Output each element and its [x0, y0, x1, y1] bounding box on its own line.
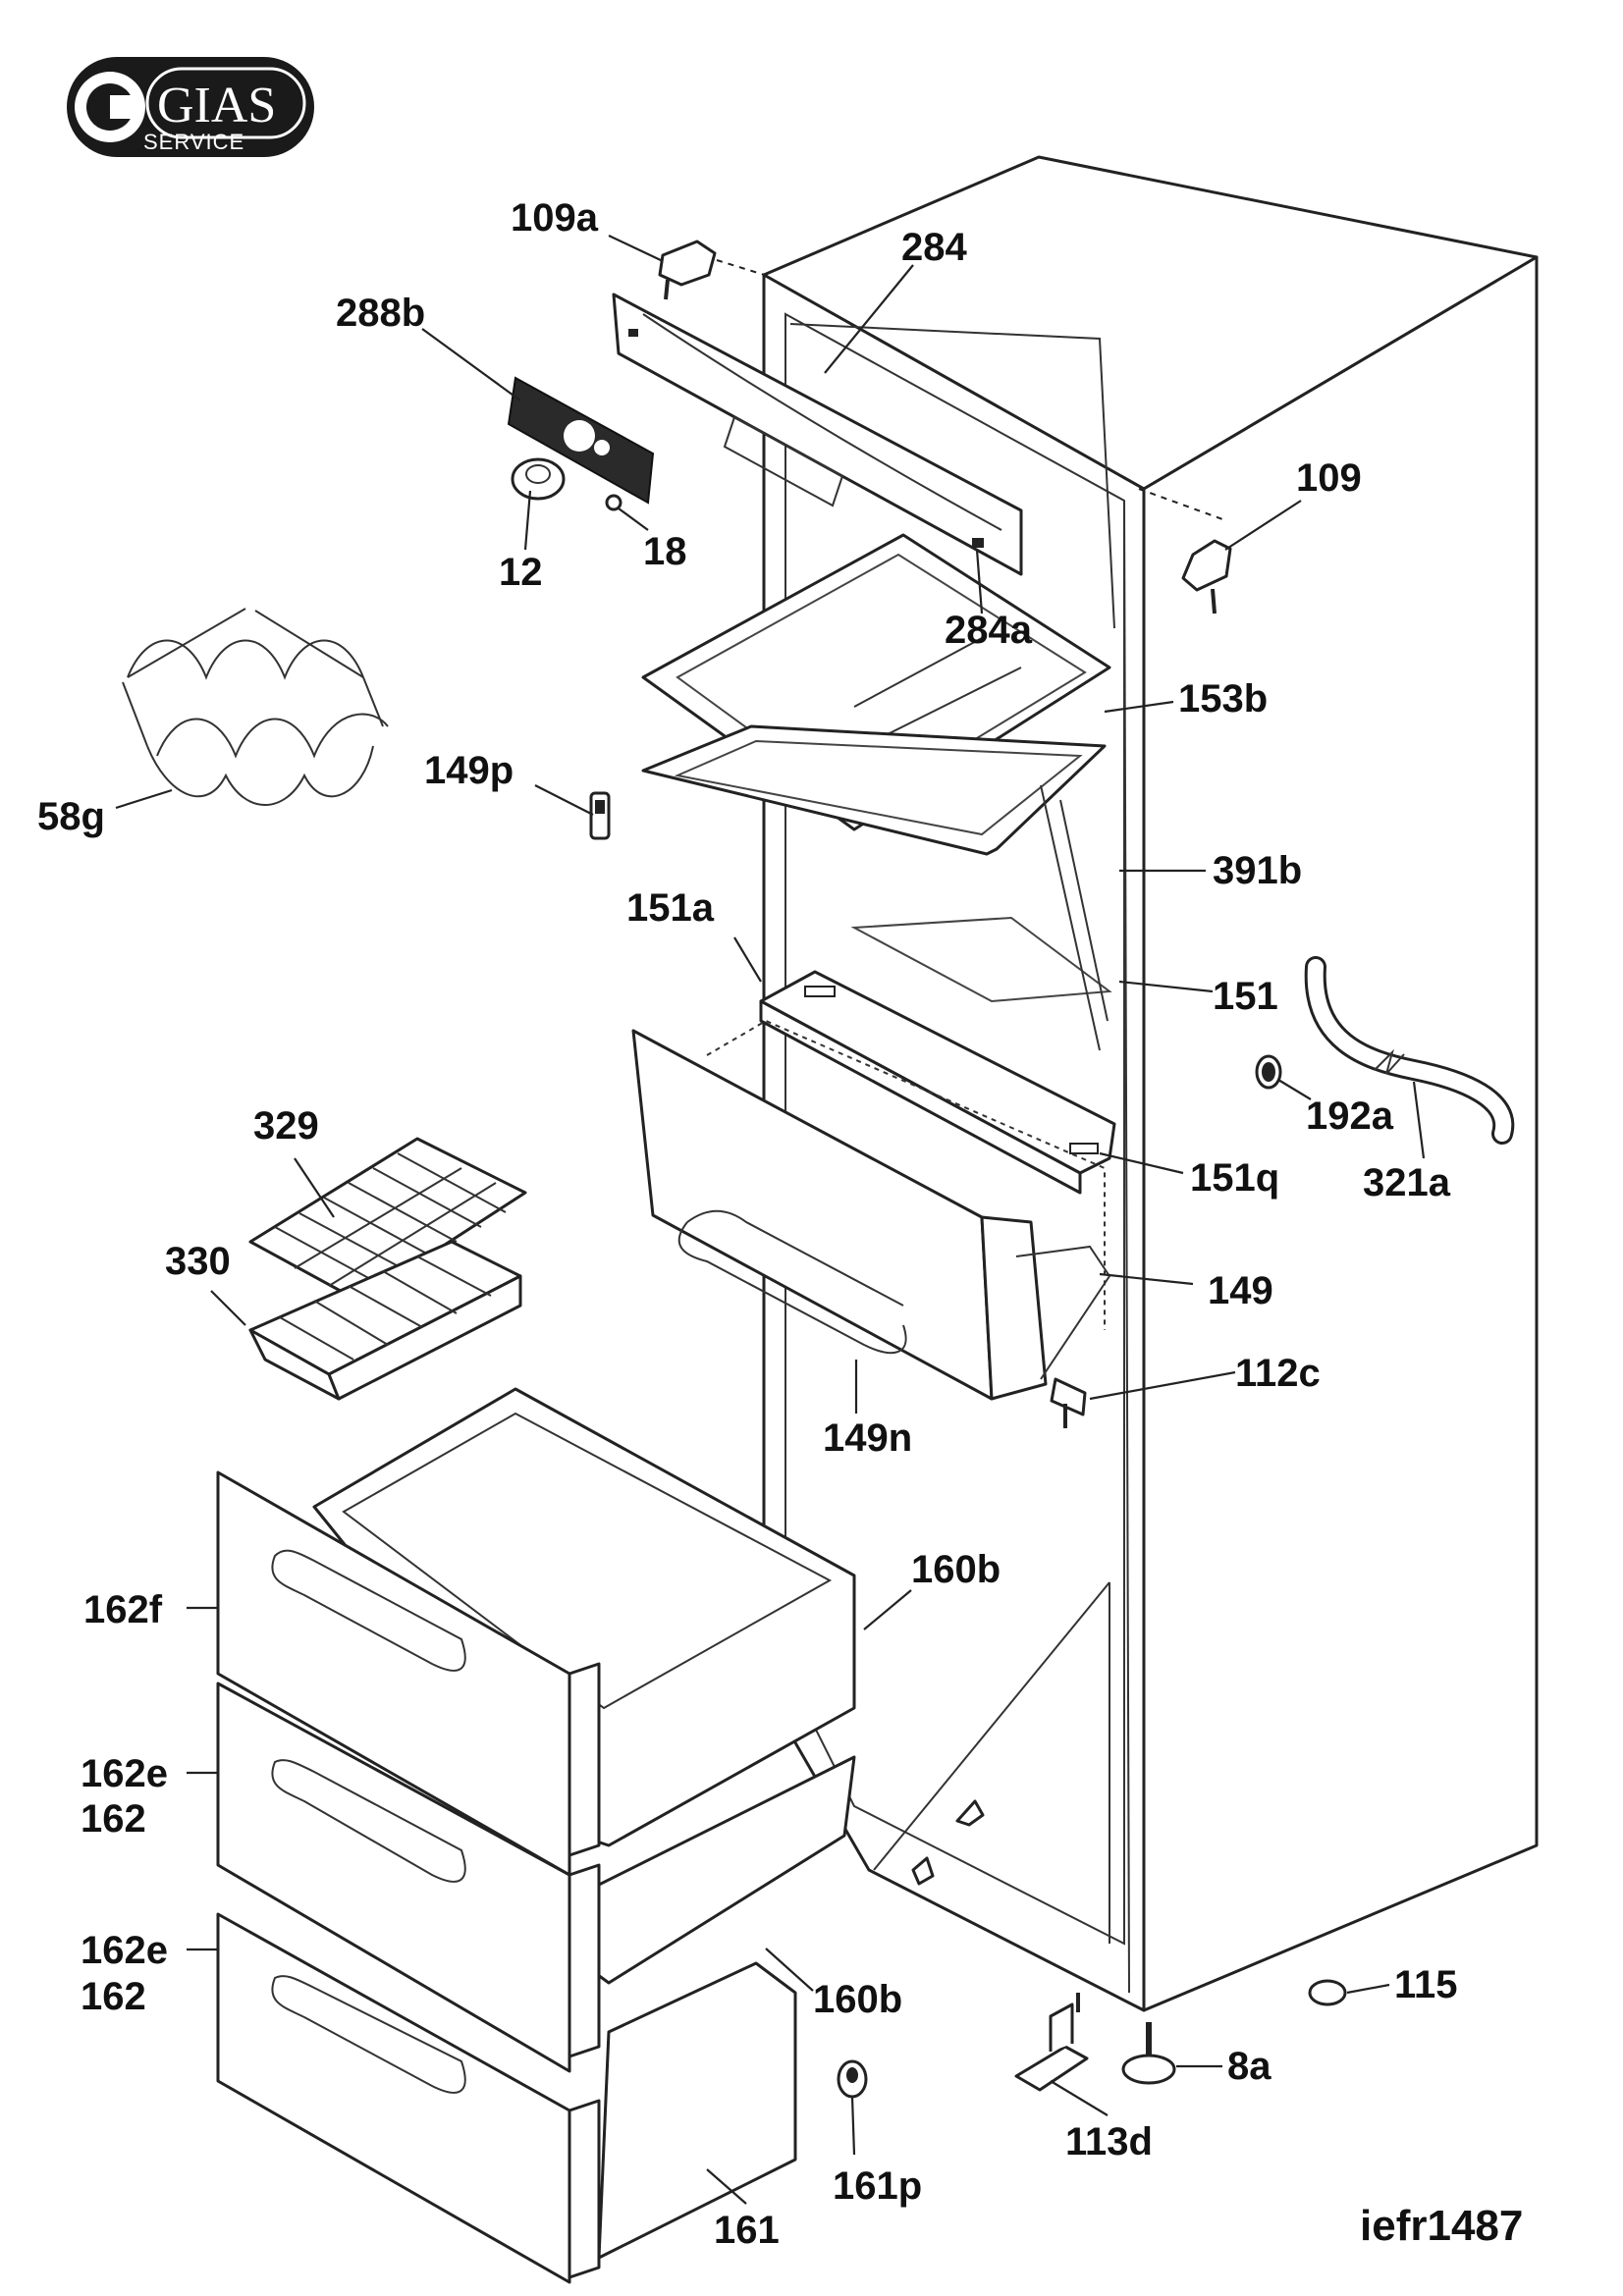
grommet-192a — [1255, 1054, 1282, 1090]
label-288b: 288b — [336, 292, 425, 335]
label-161: 161 — [714, 2209, 780, 2252]
nut-18 — [605, 494, 622, 511]
label-151a: 151a — [626, 886, 715, 930]
ice-tray-329 — [248, 1137, 527, 1303]
gias-service-logo: GIAS SERVICE — [67, 57, 314, 157]
control-cover-288b — [507, 376, 655, 505]
spacer-115 — [1308, 1979, 1347, 2006]
top-hinge-109a — [658, 240, 717, 300]
label-162f: 162f — [83, 1588, 163, 1631]
freezer-drawer-162e-bottom — [216, 1912, 797, 2284]
inner-clip — [955, 1799, 985, 1827]
drawing-code: iefr1487 — [1360, 2202, 1523, 2250]
label-109a: 109a — [511, 196, 599, 240]
label-192a: 192a — [1306, 1095, 1394, 1138]
label-149p: 149p — [424, 749, 514, 792]
label-284: 284 — [901, 226, 967, 269]
control-panel-284 — [612, 293, 1023, 576]
part-labels: 109a 284 288b 109 12 18 284a 153b 58g 14… — [37, 196, 1458, 2252]
drain-tube-321a — [1304, 956, 1515, 1145]
logo-sub-text: SERVICE — [143, 130, 244, 154]
label-151: 151 — [1213, 975, 1278, 1018]
logo-brand-text: GIAS — [157, 78, 276, 133]
bottle-rack-58g — [122, 608, 389, 806]
label-113d: 113d — [1065, 2120, 1153, 2163]
bracket-112c — [1050, 1377, 1087, 1428]
label-149n: 149n — [823, 1416, 912, 1460]
label-160b-low: 160b — [813, 1978, 902, 2021]
label-8a: 8a — [1227, 2045, 1271, 2088]
label-161p: 161p — [833, 2164, 922, 2208]
label-284a: 284a — [945, 609, 1033, 652]
label-109: 109 — [1296, 456, 1362, 500]
cabinet-inner-liner — [784, 312, 1125, 1946]
label-162-middle: 162 — [81, 1797, 146, 1841]
label-151q: 151q — [1190, 1156, 1279, 1200]
shelf-frame-151 — [759, 970, 1116, 1195]
label-112c: 112c — [1235, 1352, 1321, 1395]
drawer-149 — [631, 1019, 1111, 1401]
label-12: 12 — [499, 551, 543, 594]
label-162-bottom: 162 — [81, 1975, 146, 2018]
label-162e-bottom: 162e — [81, 1929, 168, 1972]
foot-8a — [1121, 2022, 1176, 2085]
label-160b-top: 160b — [911, 1548, 1001, 1591]
thermostat-knob-12 — [511, 457, 566, 501]
label-391b: 391b — [1213, 849, 1302, 892]
glass-shelf-391b — [641, 724, 1109, 1051]
label-330: 330 — [165, 1240, 231, 1283]
back-glass-plate — [850, 916, 1112, 1003]
label-18: 18 — [643, 530, 687, 573]
label-162e-middle: 162e — [81, 1752, 168, 1795]
clip-149p — [589, 791, 611, 840]
label-149: 149 — [1208, 1269, 1273, 1312]
foot-161p — [837, 2059, 868, 2099]
freezer-drawer-162e-middle — [216, 1682, 856, 2073]
hinge-109 — [1181, 539, 1232, 614]
label-115: 115 — [1394, 1963, 1458, 2006]
label-329: 329 — [253, 1104, 319, 1148]
bottom-hinge-113d — [1014, 1993, 1089, 2092]
label-321a: 321a — [1363, 1161, 1451, 1204]
leader-lines — [115, 235, 1426, 2205]
inner-clip-2 — [911, 1856, 935, 1886]
label-153b: 153b — [1178, 677, 1268, 721]
ice-cube-tray-330 — [248, 1240, 522, 1401]
label-58g: 58g — [37, 795, 105, 838]
